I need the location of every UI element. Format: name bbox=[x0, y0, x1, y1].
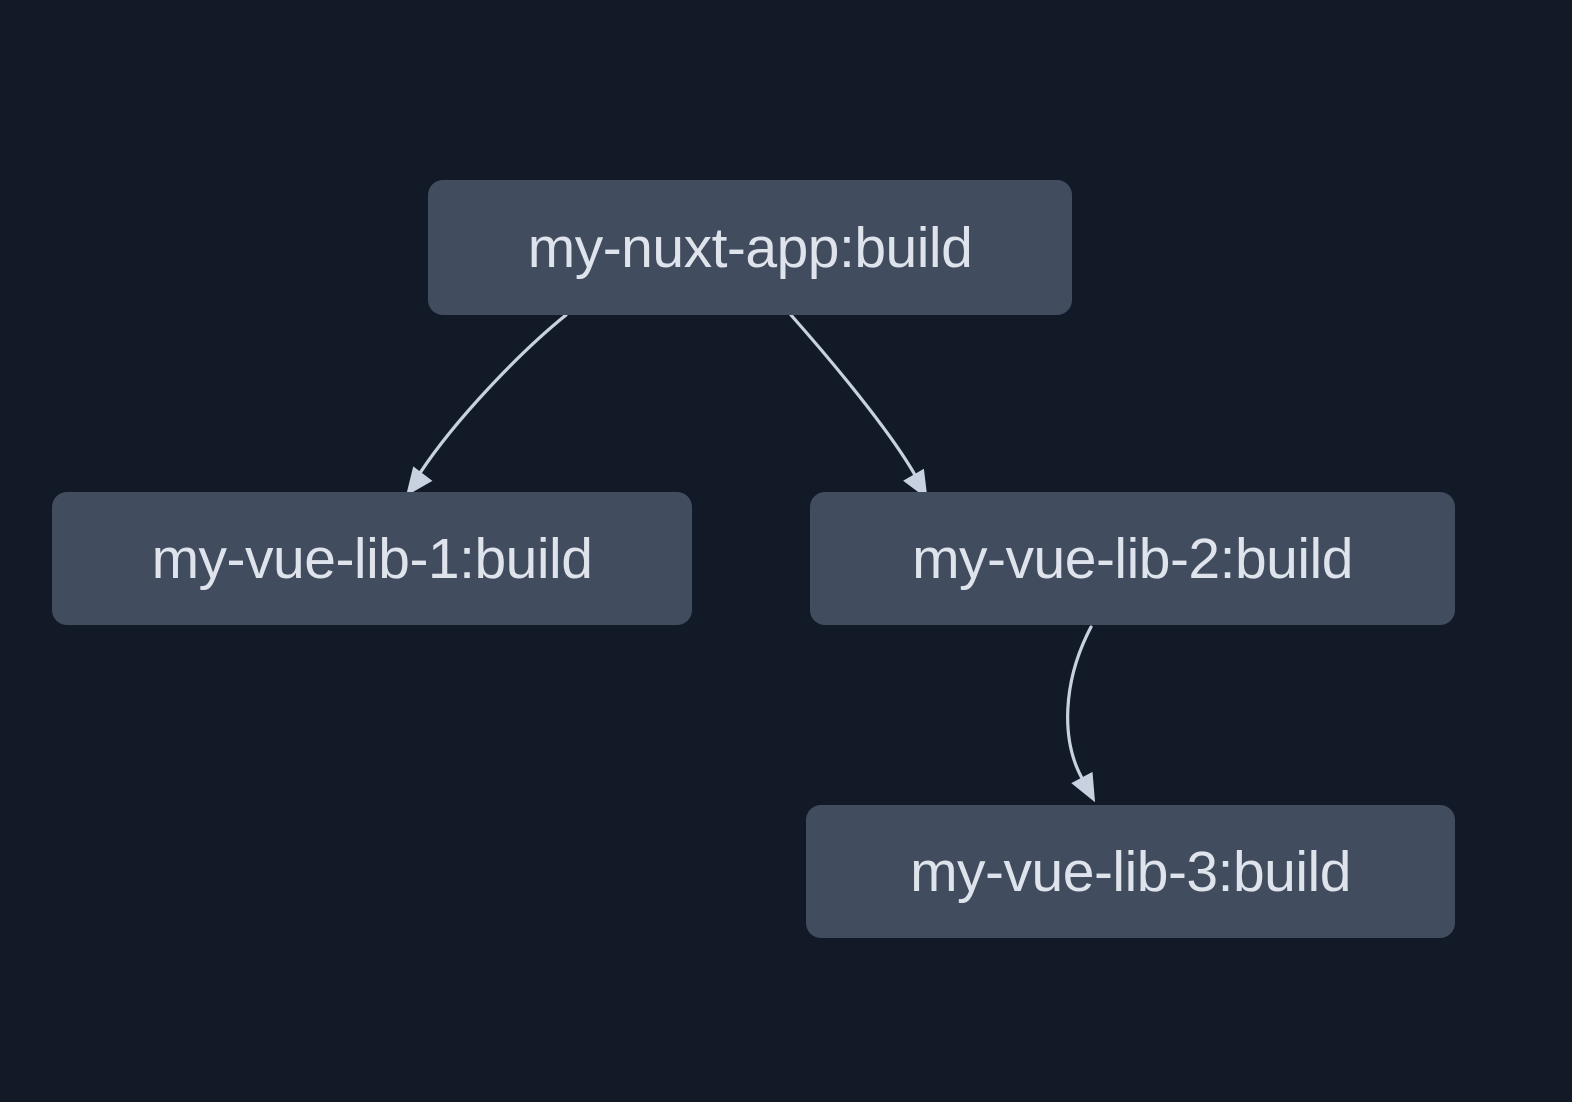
edge-path bbox=[1066, 625, 1093, 782]
node-label: my-vue-lib-3:build bbox=[910, 839, 1351, 904]
edge-nuxt-to-lib1[interactable] bbox=[396, 313, 568, 503]
node-label: my-nuxt-app:build bbox=[527, 215, 973, 280]
edge-lib2-to-lib3[interactable] bbox=[1066, 625, 1106, 808]
edge-nuxt-to-lib2[interactable] bbox=[789, 313, 938, 505]
edge-path bbox=[418, 313, 568, 475]
graph-node-my-nuxt-app-build[interactable]: my-nuxt-app:build bbox=[428, 180, 1072, 315]
graph-node-my-vue-lib-2-build[interactable]: my-vue-lib-2:build bbox=[810, 492, 1455, 625]
graph-node-my-vue-lib-3-build[interactable]: my-vue-lib-3:build bbox=[806, 805, 1455, 938]
arrowhead-icon bbox=[1071, 771, 1096, 803]
edge-path bbox=[789, 313, 917, 477]
graph-node-my-vue-lib-1-build[interactable]: my-vue-lib-1:build bbox=[52, 492, 692, 625]
node-label: my-vue-lib-1:build bbox=[151, 526, 593, 591]
node-label: my-vue-lib-2:build bbox=[912, 526, 1353, 591]
